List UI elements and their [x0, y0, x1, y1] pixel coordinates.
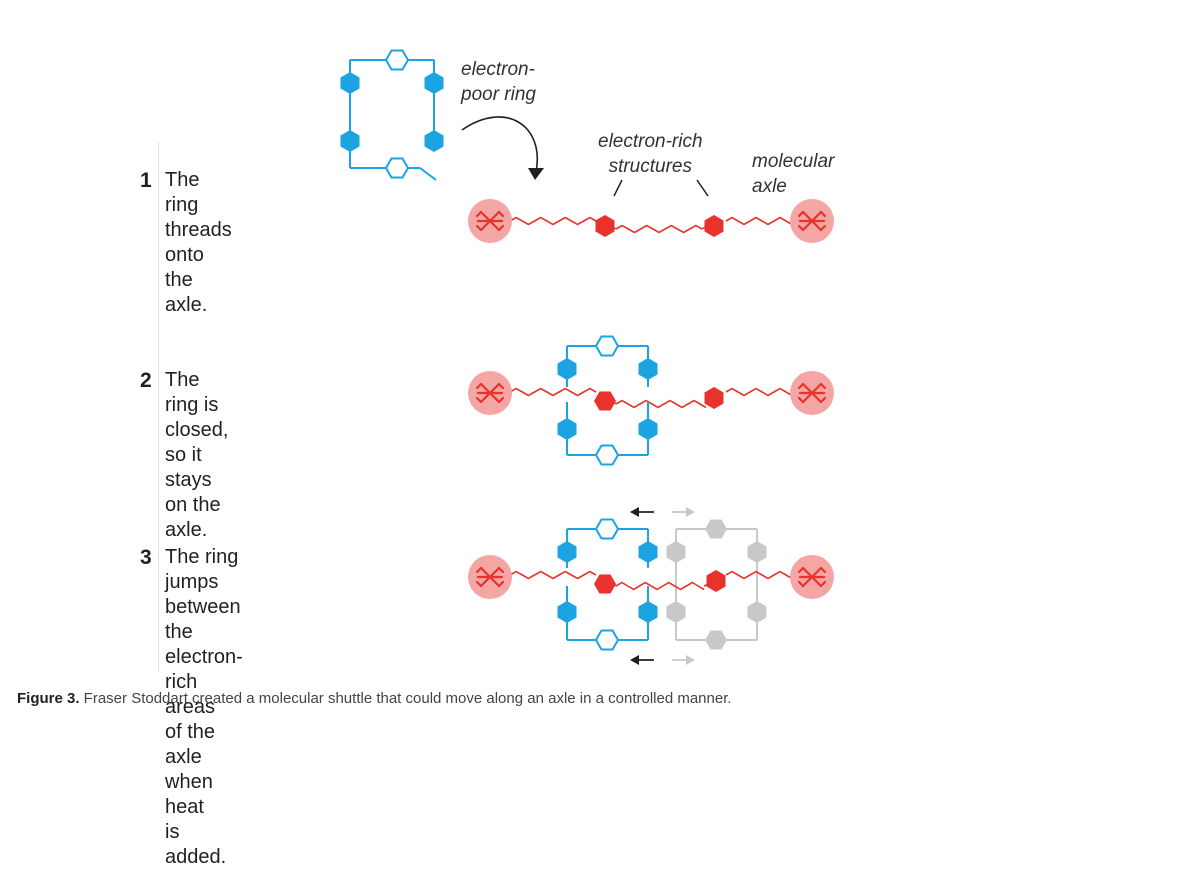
axle-chain: [615, 224, 703, 234]
ring-hexagon-white-bottom: [385, 157, 409, 179]
axle-chain: [725, 387, 793, 397]
caption-text: Fraser Stoddart created a molecular shut…: [79, 690, 732, 707]
ring-hexagon-white-top: [595, 335, 619, 357]
electron-rich-hexagon: [595, 215, 615, 237]
ring-hexagon-white-bottom: [595, 444, 619, 466]
figure-caption: Figure 3. Fraser Stoddart created a mole…: [17, 690, 732, 707]
step-1-diagram: [340, 49, 836, 245]
axle-stopper: [466, 197, 514, 245]
figure-panel: 1 The ring threads onto the axle. 2 The …: [17, 49, 836, 868]
ring-hexagon-blue: [424, 130, 444, 152]
axle-chain: [725, 216, 793, 226]
axle-stopper: [466, 369, 514, 417]
ghost-ring-hexagon: [747, 601, 767, 623]
caption-label: Figure 3.: [17, 690, 80, 707]
threading-curved-arrow: [461, 116, 539, 173]
label-molecular-axle: molecular axle: [752, 151, 835, 197]
axle-stopper: [788, 197, 836, 245]
ghost-ring-hexagon: [747, 541, 767, 563]
axle-chain: [509, 216, 597, 226]
step-2-text: The ring is closed, so it stays on the a…: [165, 369, 229, 541]
step-2-number: 2: [140, 369, 152, 392]
axle-chain: [615, 581, 705, 591]
ring-hexagon-blue: [557, 358, 577, 380]
ghost-ring-hexagon: [705, 519, 727, 539]
ring-hexagon-white-bottom: [595, 629, 619, 651]
ring-hexagon-blue: [557, 418, 577, 440]
electron-rich-hexagon: [704, 215, 724, 237]
step-1-number: 1: [140, 169, 152, 192]
axle-stopper: [466, 553, 514, 601]
label-electron-poor-ring: electron- poor ring: [461, 59, 536, 105]
step-3-number: 3: [140, 546, 152, 569]
ghost-ring-hexagon: [666, 601, 686, 623]
ring-hexagon-blue: [340, 72, 360, 94]
axle-chain: [615, 399, 707, 409]
step-2-diagram: [466, 335, 836, 466]
pointer-line: [613, 179, 623, 197]
ghost-ring-hexagon: [666, 541, 686, 563]
shuttle-arrows-top: [630, 507, 695, 517]
label-electron-rich-structures: electron-rich structures: [598, 131, 703, 177]
ring-hexagon-blue: [638, 418, 658, 440]
axle-stopper: [788, 369, 836, 417]
electron-rich-hexagon: [594, 391, 616, 411]
arrow-head: [528, 168, 544, 180]
ring-hexagon-blue: [638, 541, 658, 563]
axle-chain: [509, 570, 597, 580]
ring-hexagon-blue: [638, 601, 658, 623]
axle-stopper: [788, 553, 836, 601]
ring-hexagon-blue: [340, 130, 360, 152]
electron-rich-hexagon: [594, 574, 616, 594]
ghost-ring-hexagon: [705, 630, 727, 650]
step-1-text: The ring threads onto the axle.: [165, 169, 232, 316]
diagram-canvas: [340, 49, 836, 665]
ring-hexagon-white-top: [595, 518, 619, 540]
electron-rich-hexagon: [706, 570, 726, 592]
axle-chain: [509, 387, 597, 397]
step-3-diagram: [466, 507, 836, 665]
ring-hexagon-blue: [557, 601, 577, 623]
ring-hexagon-blue: [424, 72, 444, 94]
electron-rich-hexagon: [704, 387, 724, 409]
axle-chain: [725, 570, 793, 580]
ring-hexagon-white-top: [385, 49, 409, 71]
pointer-line: [696, 179, 709, 197]
shuttle-arrows-bottom: [630, 655, 695, 665]
divider-line: [158, 142, 159, 672]
ring-hexagon-blue: [638, 358, 658, 380]
ring-hexagon-blue: [557, 541, 577, 563]
